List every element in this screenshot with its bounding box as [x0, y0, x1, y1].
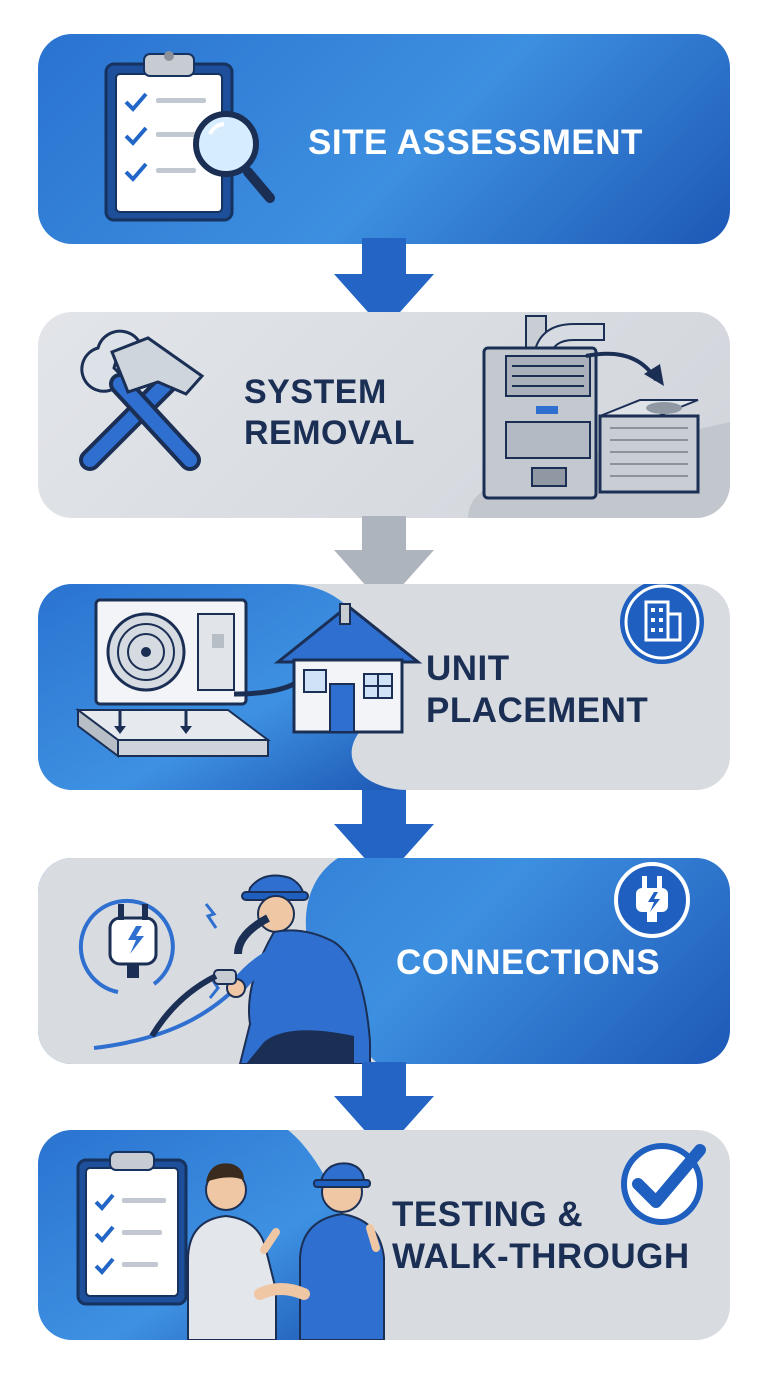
step-connections: CONNECTIONS	[38, 858, 730, 1064]
step-title: UNIT PLACEMENT	[426, 649, 649, 730]
handshake-icon	[187, 1162, 385, 1340]
step-testing-walk-through: TESTING & WALK-THROUGH	[38, 1130, 730, 1340]
hammer-icon	[109, 336, 205, 471]
step-1-illustration	[104, 51, 275, 222]
magnifier-icon	[193, 111, 275, 203]
flow-arrow-2	[334, 516, 434, 606]
step-2-illustration	[79, 315, 730, 518]
flow-arrow-4	[334, 1062, 434, 1152]
step-system-removal: SYSTEM REMOVAL	[38, 312, 730, 518]
step-5-illustration	[38, 1130, 706, 1340]
clipboard-icon	[76, 1151, 188, 1306]
step-title: CONNECTIONS	[396, 943, 661, 982]
plug-icon	[78, 898, 175, 994]
outdoor-unit-icon	[75, 598, 296, 758]
step-3-illustration	[38, 584, 704, 790]
step-title: SYSTEM REMOVAL	[244, 373, 415, 452]
step-title: TESTING & WALK-THROUGH	[392, 1195, 690, 1276]
building-badge-icon	[620, 584, 704, 664]
step-unit-placement: UNIT PLACEMENT	[38, 584, 730, 790]
technician-icon	[149, 874, 371, 1064]
flow-arrow-3	[334, 790, 434, 880]
checkmark-badge-icon	[621, 1143, 706, 1225]
house-icon	[273, 603, 423, 734]
step-site-assessment: SITE ASSESSMENT	[38, 34, 730, 244]
step-4-illustration	[38, 858, 690, 1064]
plug-badge-icon	[614, 862, 690, 938]
ac-unit-icon	[598, 399, 700, 494]
furnace-icon	[482, 315, 605, 500]
flow-arrow-1	[334, 238, 434, 330]
step-title: SITE ASSESSMENT	[308, 123, 643, 162]
